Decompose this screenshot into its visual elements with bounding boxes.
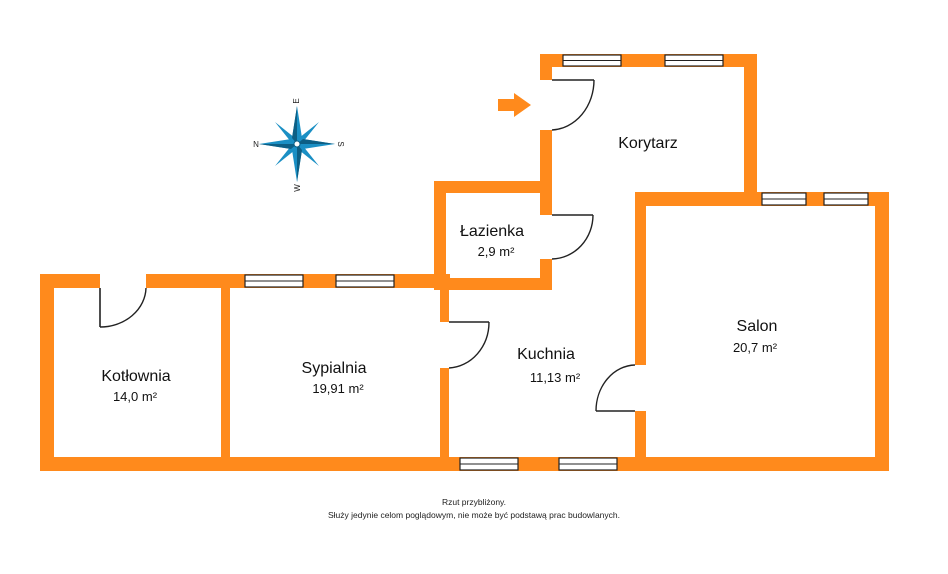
wall-korytarz-right <box>744 54 757 206</box>
window-salon-1 <box>761 192 807 206</box>
room-area-kuchnia: 11,13 m² <box>530 370 581 385</box>
compass-n: N <box>253 140 259 149</box>
door-kotlownia[interactable] <box>99 287 147 328</box>
wall-lazienka-top <box>434 181 552 193</box>
wall-lazienka-bottom <box>434 278 552 290</box>
window-kuchnia-1 <box>459 457 519 471</box>
wall-salon-right <box>875 192 889 471</box>
room-area-kotlownia: 14,0 m² <box>113 389 158 404</box>
window-kuchnia-2 <box>558 457 618 471</box>
disclaimer-line-2: Służy jedynie celom poglądowym, nie może… <box>328 510 620 520</box>
door-salon[interactable] <box>595 364 636 412</box>
wall-salon-left <box>635 192 646 471</box>
door-entrance[interactable] <box>551 79 595 131</box>
room-name-sypialnia: Sypialnia <box>302 360 367 377</box>
room-area-sypialnia: 19,91 m² <box>312 381 364 396</box>
window-sypialnia-2 <box>335 274 395 288</box>
compass-e: E <box>292 98 301 103</box>
wall-left <box>40 274 54 471</box>
room-name-salon: Salon <box>737 318 778 335</box>
room-name-kotlownia: Kotłownia <box>101 368 170 385</box>
arrow-right-icon <box>498 93 531 117</box>
door-lazienka[interactable] <box>551 214 594 260</box>
room-area-salon: 20,7 m² <box>733 340 778 355</box>
wall-lazienka-left <box>434 181 446 290</box>
compass-rose-icon: N S E W <box>253 98 345 191</box>
doors <box>99 79 636 412</box>
room-name-korytarz: Korytarz <box>618 135 678 152</box>
room-name-lazienka: Łazienka <box>460 223 524 240</box>
compass-w: W <box>293 184 302 192</box>
windows <box>244 54 869 471</box>
disclaimer-line-1: Rzut przybliżony. <box>441 497 507 507</box>
room-name-kuchnia: Kuchnia <box>517 346 575 363</box>
wall-sypialnia-kuchnia <box>440 274 449 471</box>
compass-s: S <box>336 141 345 146</box>
door-gaps <box>100 80 646 411</box>
room-area-lazienka: 2,9 m² <box>478 244 516 259</box>
window-korytarz-1 <box>562 54 622 67</box>
window-salon-2 <box>823 192 869 206</box>
walls <box>40 54 889 471</box>
window-sypialnia-1 <box>244 274 304 288</box>
room-labels: Korytarz Łazienka 2,9 m² Kotłownia 14,0 … <box>101 135 777 404</box>
wall-kotlownia-sypialnia <box>221 274 230 471</box>
window-korytarz-2 <box>664 54 724 67</box>
door-sypialnia[interactable] <box>448 321 490 369</box>
